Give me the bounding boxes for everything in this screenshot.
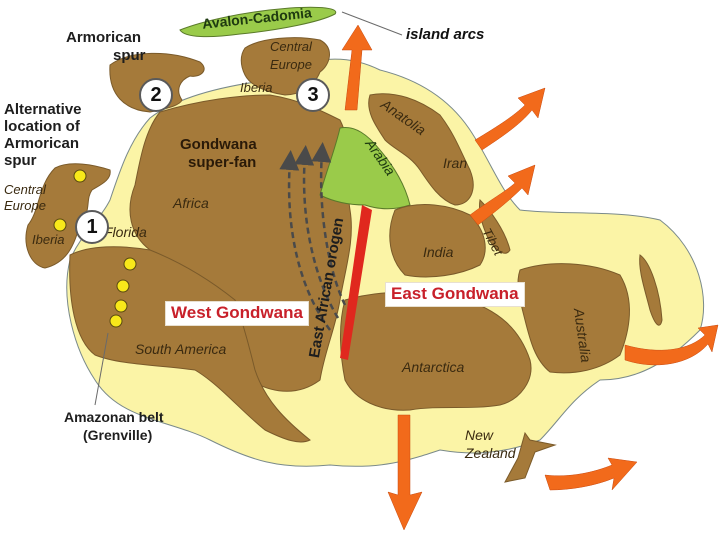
- superfan-label-1: Gondwana: [180, 136, 257, 153]
- iberia-left-label: Iberia: [32, 232, 65, 247]
- arabia-block: [319, 126, 411, 210]
- west-gondwana-badge: West Gondwana: [165, 301, 309, 326]
- superfan-arrow-3: [311, 142, 347, 306]
- central-europe-top-label-1: Central: [270, 39, 312, 54]
- armorican-spur-label-2: spur: [113, 47, 146, 64]
- island-arcs-label: island arcs: [406, 26, 485, 43]
- alt-location-label-3: Armorican: [4, 135, 80, 152]
- anatolia-iran-landmass: [368, 93, 474, 206]
- central-europe-left-label-1: Central: [4, 182, 46, 197]
- superfan-arrow-2: [294, 145, 340, 319]
- grenville-dot: [53, 218, 67, 232]
- east-sliver-landmass: [639, 254, 663, 326]
- motion-arrow-southeast: [544, 457, 638, 491]
- central-europe-left-label-2: Europe: [4, 198, 46, 213]
- florida-label: Florida: [104, 224, 147, 240]
- iran-label: Iran: [443, 155, 468, 171]
- motion-arrow-east: [624, 324, 719, 366]
- motion-arrow-northeast-2: [469, 164, 536, 226]
- india-label: India: [423, 244, 454, 260]
- motion-arrow-northeast-1: [474, 87, 546, 151]
- alt-location-label-4: spur: [4, 152, 37, 169]
- island-arcs-leader: [341, 11, 403, 36]
- australia-landmass: [517, 263, 630, 374]
- superfan-arrow-1: [279, 150, 332, 331]
- new-zealand-landmass: [504, 431, 557, 483]
- amazonan-belt-label-1: Amazonan belt: [64, 409, 164, 425]
- amazonan-belt-leader: [94, 332, 109, 406]
- armorican-spur-label-1: Armorican: [66, 29, 142, 46]
- east-gondwana-badge: East Gondwana: [385, 282, 525, 307]
- africa-label: Africa: [173, 195, 209, 211]
- grenville-dot: [114, 299, 128, 313]
- avalon-cadomia-block: [179, 6, 337, 38]
- superfan-label-2: super-fan: [188, 154, 257, 171]
- grenville-dot: [116, 279, 130, 293]
- new-zealand-label-1: New: [465, 427, 494, 443]
- new-zealand-label-2: Zealand: [465, 445, 516, 461]
- south-america-landmass: [69, 246, 311, 443]
- amazonan-belt-label-2: (Grenville): [83, 427, 153, 443]
- alt-location-label-2: location of: [4, 118, 80, 135]
- india-landmass: [389, 204, 486, 278]
- marker-3: 3: [296, 78, 330, 112]
- marker-2: 2: [139, 78, 173, 112]
- iberia-top-label: Iberia: [240, 80, 273, 95]
- grenville-dot: [109, 314, 123, 328]
- motion-arrow-north: [341, 24, 373, 111]
- marker-1: 1: [75, 210, 109, 244]
- grenville-dot: [73, 169, 87, 183]
- antarctica-label: Antarctica: [402, 359, 465, 375]
- grenville-dot: [123, 257, 137, 271]
- south-america-label: South America: [135, 341, 227, 357]
- alt-location-label-1: Alternative: [4, 101, 82, 118]
- central-europe-top-label-2: Europe: [270, 57, 312, 72]
- east-african-orogen-bar: [340, 205, 372, 360]
- motion-arrow-south: [387, 414, 423, 531]
